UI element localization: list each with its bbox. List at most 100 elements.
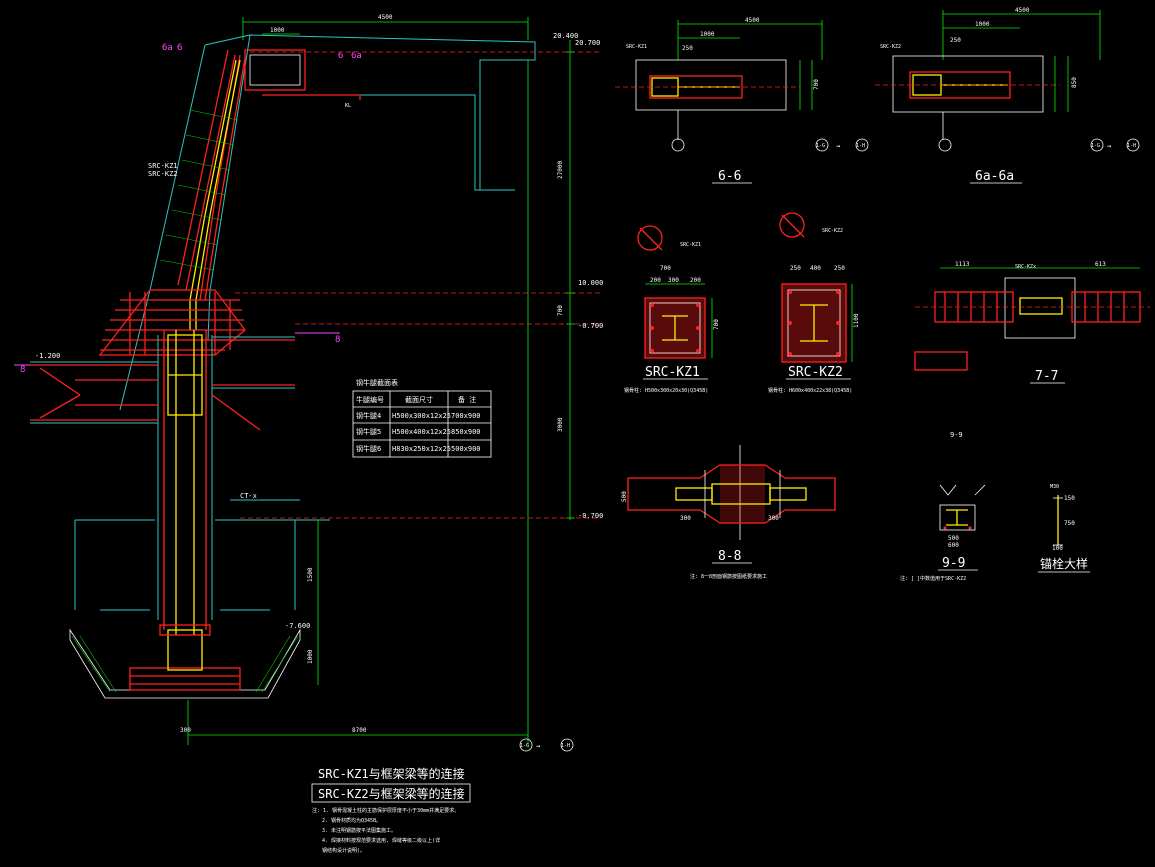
table-cell: 钢牛腿4	[356, 411, 381, 420]
dim-bottom-8700: 8700	[352, 727, 367, 734]
caption-src-kz1: SRC-KZ1	[645, 365, 700, 380]
section-mark-6a: 6a	[162, 43, 173, 53]
section-src-kz2: SRC-KZ2 250 400 250 1100 SRC-KZ2 钢骨柱: H6…	[768, 212, 860, 394]
label-src-kz1: SRC-KZ1	[148, 162, 178, 170]
dim-6a-4500: 4500	[1015, 7, 1030, 14]
dim-kz2-250a: 250	[790, 265, 801, 272]
dim-kz1-700v: 700	[713, 319, 720, 330]
dim-8-300a: 300	[680, 515, 691, 522]
caption-7-7: 7-7	[1035, 369, 1058, 384]
table-title: 钢牛腿截面表	[356, 378, 398, 387]
dim-9-600: 600	[948, 542, 959, 549]
dim-kz2-400: 400	[810, 265, 821, 272]
section-mark-6a-right: 6a	[351, 51, 362, 61]
dim-base-300: 300	[180, 727, 191, 734]
grid-bubble-6-h	[855, 138, 869, 152]
dim-7-1113: 1113	[955, 261, 970, 268]
grid-arrow-6: →	[836, 142, 840, 150]
section-6-6: 4500 1000 250 SRC-KZ1 700 1-G → 1-H 6-6	[615, 17, 869, 184]
dim-6-700: 700	[813, 79, 820, 90]
note-line-5: 钢结构设计说明)。	[322, 847, 365, 854]
main-elevation: 4500 1000 20.400 20.700	[14, 14, 603, 752]
dim-right-3000: 3000	[557, 417, 564, 432]
dim-right-27000: 27000	[557, 161, 564, 179]
elev-20-400: 20.400	[553, 32, 578, 40]
label-6a-src-kz2: SRC-KZ2	[880, 44, 901, 50]
table-cell: 700x900	[451, 412, 481, 420]
table-header-size: 截面尺寸	[405, 395, 433, 404]
section-8-8: 500 300 300 8-8 注: 8一8剖面钢筋按图纸要求施工	[621, 445, 836, 580]
anchor-bolt-detail: M30 150 750 100 锚栓大样	[1038, 484, 1090, 573]
table-cell: H830x250x12x25	[392, 445, 451, 453]
section-mark-6-right: 6	[338, 51, 343, 61]
caption-anchor-detail: 锚栓大样	[1040, 556, 1088, 571]
grid-bubble-6-g	[815, 138, 829, 152]
section-mark-8-right: 8	[335, 335, 340, 345]
dim-top-span: 4500	[378, 14, 393, 21]
caption-9-9: 9-9	[942, 556, 965, 571]
grid-label-6a-g: 1-G	[1091, 143, 1100, 149]
grid-arrow-6a: →	[1107, 142, 1111, 150]
grid-bubble-h	[560, 738, 574, 752]
dim-6a-1000: 1000	[975, 21, 990, 28]
note-8-8: 注: 8一8剖面钢筋按图纸要求施工	[690, 573, 767, 580]
grid-bubble-6	[671, 138, 685, 152]
elev-10-000: 10.000	[578, 279, 603, 287]
section-6a-6a: 4500 1000 250 SRC-KZ2 850 1-G → 1-H 6a-6…	[875, 7, 1140, 184]
grid-label-6-h: 1-H	[856, 143, 865, 149]
section-mark-8-left: 8	[20, 365, 25, 375]
table-header-note: 备 注	[458, 395, 476, 404]
caption-8-8: 8-8	[718, 549, 741, 564]
dim-anchor-150: 150	[1064, 495, 1075, 502]
main-title-2: SRC-KZ2与框架梁等的连接	[318, 786, 465, 801]
dim-8-500: 500	[621, 491, 628, 502]
elev-minus-1-200: -1.200	[35, 352, 60, 360]
dim-kz1-700: 700	[660, 265, 671, 272]
dim-offset-1000: 1000	[270, 27, 285, 34]
grid-label-6-g: 1-G	[816, 143, 825, 149]
dim-anchor-750: 750	[1064, 520, 1075, 527]
grid-bubble-6a-g	[1090, 138, 1104, 152]
label-6-src-kz1: SRC-KZ1	[626, 44, 647, 50]
elev-20-700: 20.700	[575, 39, 600, 47]
elev-minus-0-700-b: -0.700	[578, 512, 603, 520]
dim-pit-1000: 1000	[307, 649, 314, 664]
dim-right-700: 700	[557, 305, 564, 316]
dim-7-613: 613	[1095, 261, 1106, 268]
dim-6-4500: 4500	[745, 17, 760, 24]
steel-note-kz1: 钢骨柱: H500x300x20x30(Q345B)	[624, 387, 708, 394]
svg-text:KL: KL	[345, 103, 351, 109]
note-9-9: 注: [ ]中数值用于SRC-KZ2	[900, 575, 966, 582]
caption-6a-6a: 6a-6a	[975, 169, 1014, 184]
main-title-1: SRC-KZ1与框架梁等的连接	[318, 766, 465, 781]
dim-kz1-200b: 200	[690, 277, 701, 284]
dim-6a-850: 850	[1071, 77, 1078, 88]
dim-8-300b: 300	[768, 515, 779, 522]
caption-src-kz2: SRC-KZ2	[788, 365, 843, 380]
label-7-src-kzx: SRC-KZx	[1015, 264, 1036, 270]
grid-bubble-6a	[938, 138, 952, 152]
elev-minus-0-700: -0.700	[578, 322, 603, 330]
grid-bubble-6a-h	[1126, 138, 1140, 152]
section-src-kz1: SRC-KZ1 700 200 300 200 700 SRC-KZ1 钢骨柱:…	[624, 225, 720, 394]
label-kz2-section: SRC-KZ2	[822, 228, 843, 234]
dim-6a-250: 250	[950, 37, 961, 44]
elev-minus-7-600: -7.600	[285, 622, 310, 630]
table-cell: H500x400x12x25	[392, 428, 451, 436]
section-7-7: 1113 613 SRC-KZx 7-7 9-9	[914, 261, 1150, 439]
bracket-section-table: 钢牛腿截面表 牛腿编号 截面尺寸 备 注 钢牛腿4 H500x300x12x25…	[352, 378, 492, 458]
grid-label-g: 1-G	[520, 743, 529, 749]
dim-kz2-250b: 250	[834, 265, 845, 272]
section-9-9: 500 600 9-9 注: [ ]中数值用于SRC-KZ2	[900, 484, 986, 582]
dim-pit-1500: 1500	[307, 567, 314, 582]
dim-kz2-1100: 1100	[853, 313, 860, 328]
note-line-4: 4. 焊接材料按规范要求选用, 焊缝等级二级以上(详	[322, 837, 440, 844]
table-cell: 500x900	[451, 445, 481, 453]
label-src-kz2: SRC-KZ2	[148, 170, 178, 178]
label-ct-x: CT-x	[240, 492, 257, 500]
grid-arrow: →	[536, 742, 540, 750]
grid-label-h: 1-H	[561, 743, 570, 749]
section-mark-6: 6	[177, 43, 182, 53]
note-line-3: 3. 未注明钢筋按平法图集施工。	[322, 827, 396, 834]
